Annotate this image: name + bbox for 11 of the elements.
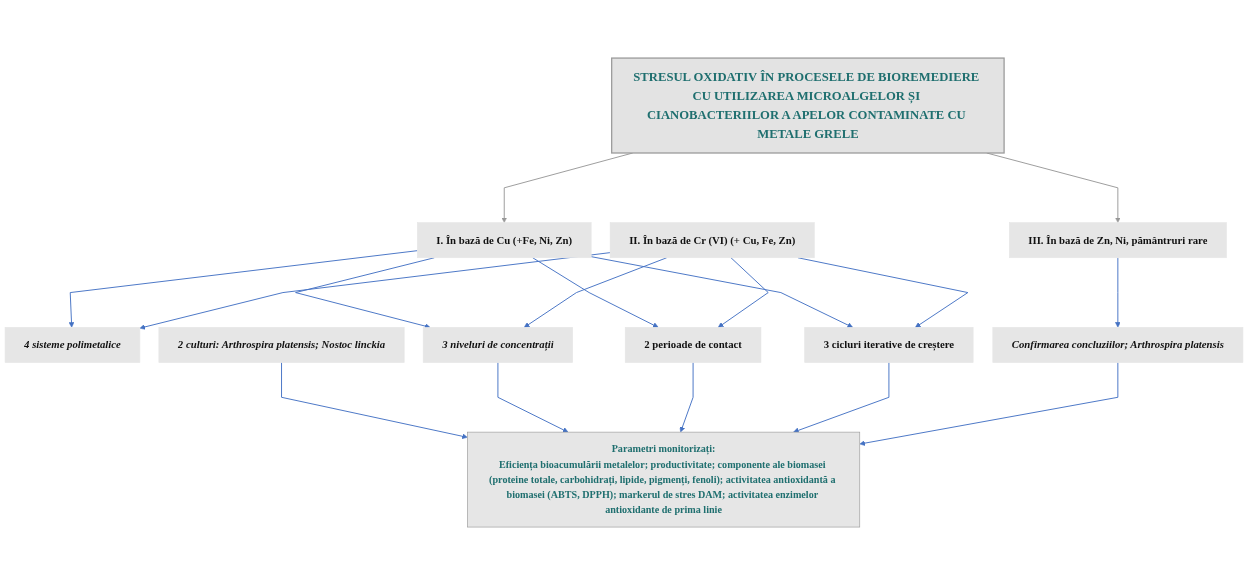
- node-box: 2 perioade de contact: [624, 327, 762, 363]
- node-box: STRESUL OXIDATIV ÎN PROCESELE DE BIOREMEDIERE CU UTILIZAREA MICROALGELOR ȘI CIANOBACTERIILOR A APELOR CONTAMINATE CU METALE GRELE: [611, 57, 1005, 154]
- node-box: 4 sisteme polimetalice: [4, 327, 141, 363]
- node-box: 3 niveluri de concentrații: [422, 327, 573, 363]
- node-box: I. În bază de Cu (+Fe, Ni, Zn): [417, 222, 592, 258]
- node-box: III. În bază de Zn, Ni, pământruri rare: [1008, 222, 1227, 258]
- node-box: Parametri monitorizați: Eficiența bioacumulării metalelor; productivitate; componente ale biomasei (proteine totale, carbohidrați, lipide, pigmenți, fenoli); activitatea antioxidantă a biomasei (ABTS, DPPH); markerul de stres DAM; activitatea enzimelor antioxidante de prima linie: [467, 431, 861, 528]
- node-box: Confirmarea concluziilor; Arthrospira platensis: [992, 327, 1244, 363]
- node-box: II. În bază de Cr (VI) (+ Cu, Fe, Zn): [609, 222, 815, 258]
- node-box: 3 cicluri iterative de creștere: [804, 327, 974, 363]
- node-box: 2 culturi: Arthrospira platensis; Nostoc linckia: [158, 327, 405, 363]
